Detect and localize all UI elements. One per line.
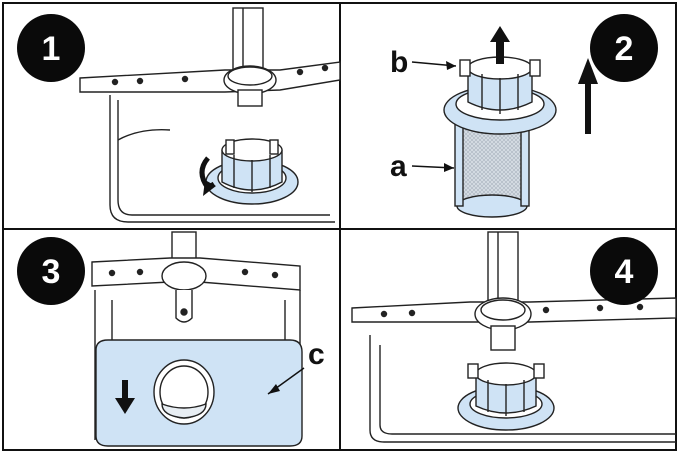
callout-c: c [267, 338, 325, 395]
svg-text:c: c [308, 338, 325, 371]
step-2-badge: 2 [590, 14, 658, 82]
svg-text:1: 1 [42, 30, 61, 68]
step-4-badge: 4 [590, 237, 658, 305]
step-3-badge: 3 [17, 237, 85, 305]
svg-text:3: 3 [42, 253, 61, 291]
svg-text:b: b [390, 46, 408, 79]
panel-step-1 [79, 7, 341, 223]
svg-text:a: a [390, 150, 407, 183]
step-1-badge: 1 [17, 14, 85, 82]
panel-step-3 [91, 231, 303, 447]
panel-step-2 [443, 26, 598, 218]
callout-a: a [390, 150, 455, 183]
panel-step-4 [351, 231, 677, 443]
svg-text:4: 4 [615, 253, 634, 291]
callout-b: b [390, 46, 457, 79]
svg-text:2: 2 [615, 30, 634, 68]
